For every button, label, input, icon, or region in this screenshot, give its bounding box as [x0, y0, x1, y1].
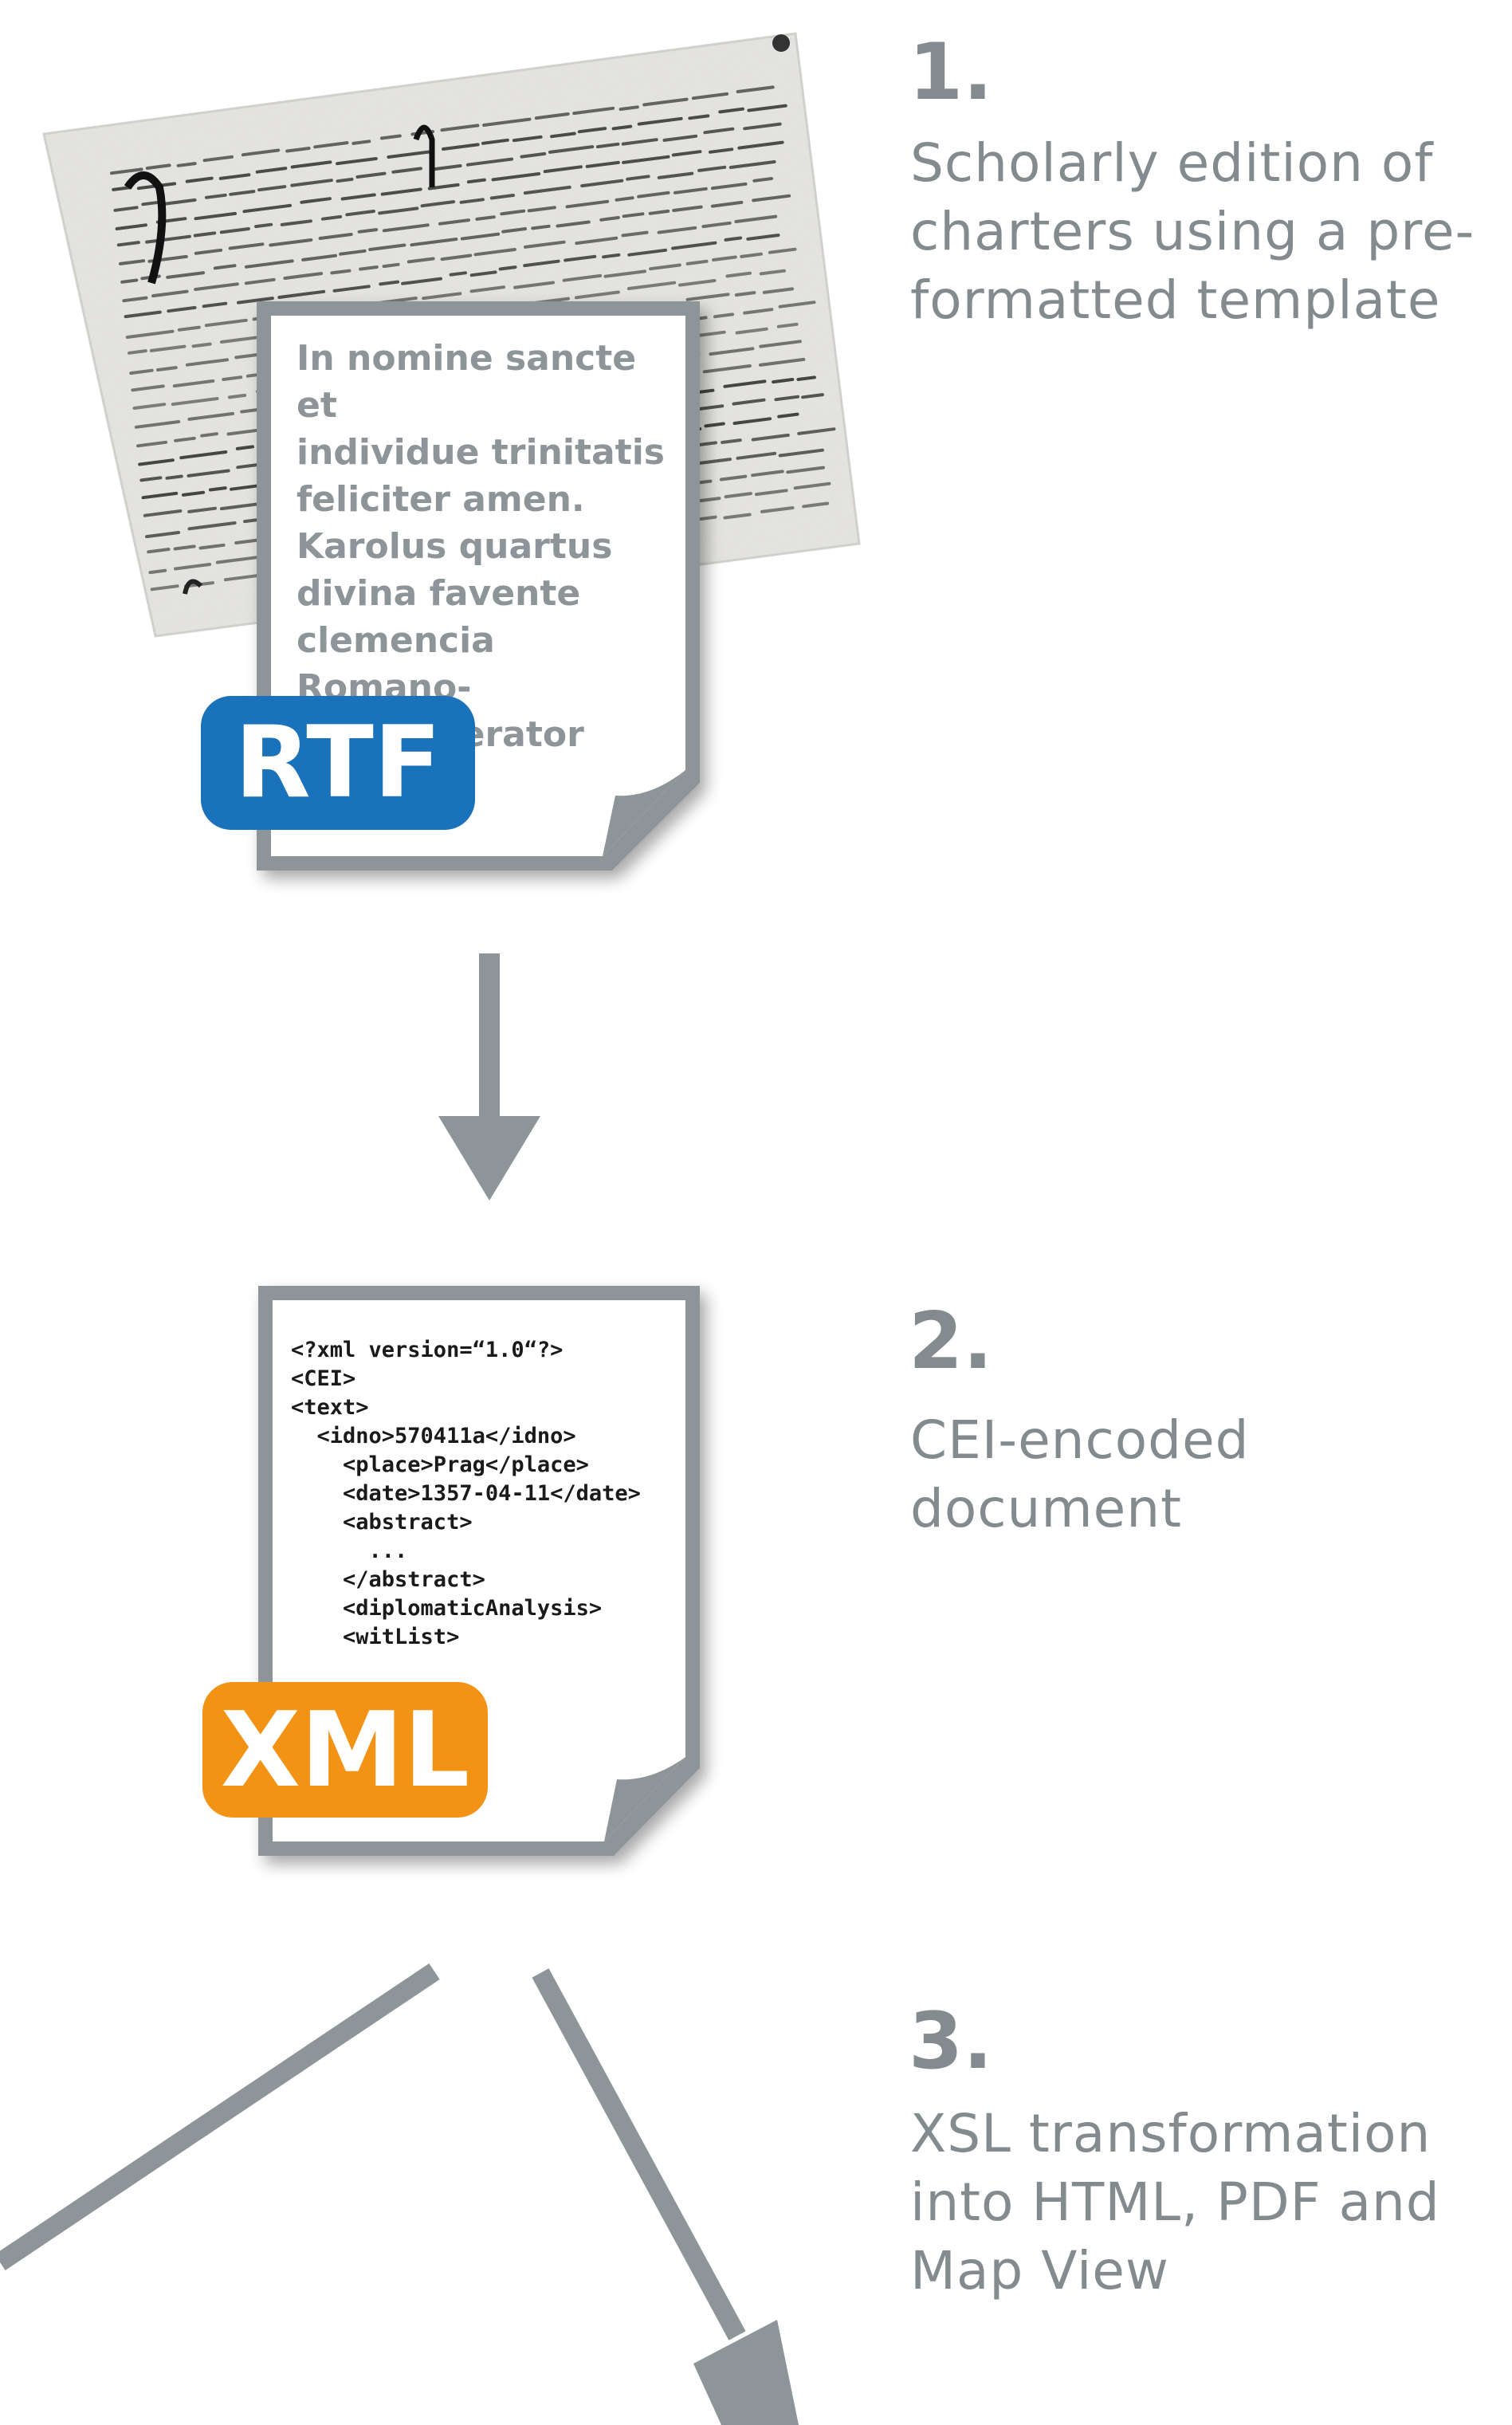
step-2-number: 2.	[909, 1296, 993, 1387]
rtf-badge: RTF	[201, 696, 475, 830]
manuscript-text-line	[110, 85, 775, 175]
manuscript-text-line	[116, 160, 776, 247]
charter-transcription-text: In nominе sancte et individue trinitatis…	[297, 338, 665, 755]
xml-badge: XML	[202, 1682, 488, 1818]
step-3-description: XSL transformation into HTML, PDF and Ma…	[910, 2103, 1440, 2301]
step-2-description: CEI-encoded document	[910, 1409, 1250, 1539]
manuscript-text-line	[113, 122, 782, 212]
manuscript-text-line	[122, 214, 778, 303]
manuscript-text-line	[112, 104, 787, 191]
manuscript-text-line	[115, 140, 784, 230]
manuscript-text-line	[120, 194, 791, 284]
manuscript-text-line	[124, 234, 780, 319]
step-3-number: 3.	[909, 1996, 993, 2087]
manuscript-text-line	[119, 177, 773, 265]
arrow-branch-right	[532, 1968, 799, 2425]
arrow-branch-left	[0, 1963, 440, 2270]
step-1-description: Scholarly edition of charters using a pr…	[910, 132, 1475, 331]
arrow-down	[438, 953, 540, 1201]
step-1-number: 1.	[909, 27, 993, 118]
xml-code-snippet: <?xml version=“1.0“?> <CEI> <text> <idno…	[291, 1338, 641, 1649]
